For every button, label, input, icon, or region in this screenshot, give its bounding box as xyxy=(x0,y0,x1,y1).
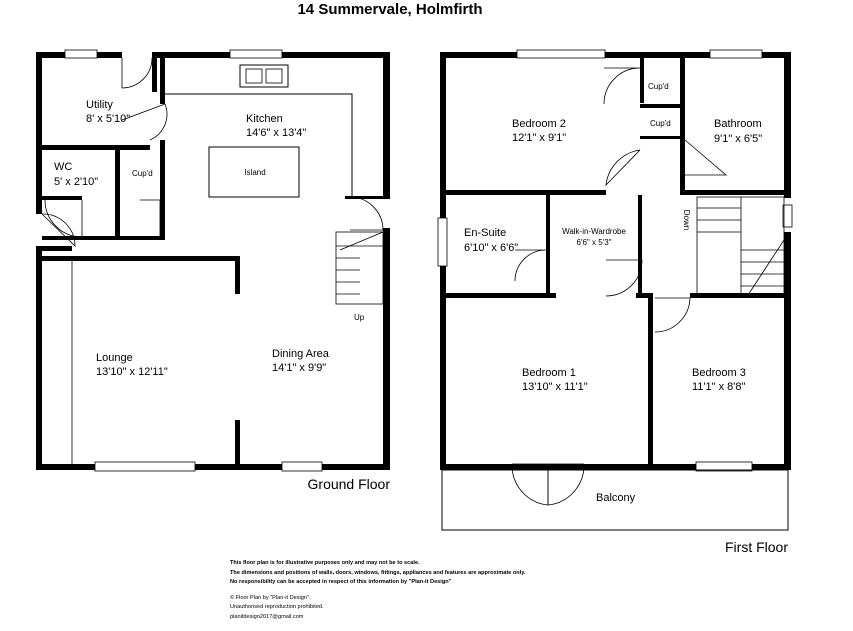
ensuite-name: En-Suite xyxy=(464,227,506,239)
first-floor-inner-walls xyxy=(446,58,791,470)
kitchen-size: 14'6" x 13'4" xyxy=(246,127,306,139)
kitchen-island xyxy=(208,146,300,198)
cupd-name: Cup'd xyxy=(132,169,153,178)
cupd1-name: Cup'd xyxy=(648,82,669,91)
balcony-outline xyxy=(441,469,789,531)
first-floor-label: First Floor xyxy=(725,539,788,555)
island-name: Island xyxy=(244,168,265,177)
bedroom1-name: Bedroom 1 xyxy=(522,367,576,379)
disclaimer-line: The dimensions and positions of walls, d… xyxy=(230,570,526,576)
ground-floor-stairs xyxy=(335,231,384,305)
ground-floor-doors xyxy=(41,57,384,247)
first-floor: Bedroom 2 12'1" x 9'1" Cup'd Cup'd Bathr… xyxy=(437,49,793,555)
wc-size: 5' x 2'10" xyxy=(54,176,98,188)
disclaimer-line: This floor plan is for illustrative purp… xyxy=(230,560,420,566)
wardrobe-name: Walk-in-Wardrobe xyxy=(562,227,626,236)
lounge-size: 13'10" x 12'11" xyxy=(96,366,168,378)
first-floor-doors xyxy=(511,67,728,506)
dining-name: Dining Area xyxy=(272,348,330,360)
bathroom-size: 9'1" x 6'5" xyxy=(714,133,762,145)
bedroom3-name: Bedroom 3 xyxy=(692,367,746,379)
dining-size: 14'1" x 9'9" xyxy=(272,362,326,374)
disclaimer-line: No responsibility can be accepted in res… xyxy=(230,579,452,585)
ground-floor-label: Ground Floor xyxy=(308,476,391,492)
balcony-name: Balcony xyxy=(596,492,636,504)
bedroom1-size: 13'10" x 11'1" xyxy=(522,381,588,393)
kitchen-worktop xyxy=(165,93,353,196)
stairs-down-label: Down xyxy=(682,210,691,230)
kitchen-name: Kitchen xyxy=(246,113,283,125)
disclaimer: This floor plan is for illustrative purp… xyxy=(230,560,526,585)
lounge-name: Lounge xyxy=(96,352,133,364)
bathroom-name: Bathroom xyxy=(714,118,762,130)
property-title: 14 Summervale, Holmfirth xyxy=(297,1,482,18)
kitchen-sink xyxy=(239,64,289,88)
ground-floor: Utility 8' x 5'10" WC 5' x 2'10" Cup'd K… xyxy=(36,49,391,492)
bedroom3-size: 11'1" x 8'8" xyxy=(692,381,745,393)
utility-name: Utility xyxy=(86,99,113,111)
bedroom2-name: Bedroom 2 xyxy=(512,118,566,130)
ground-floor-windows xyxy=(64,49,323,472)
credit-line: Unauthorised reproduction prohibited. xyxy=(230,604,324,610)
ensuite-size: 6'10" x 6'6" xyxy=(464,242,518,254)
cupd2-name: Cup'd xyxy=(650,119,671,128)
wardrobe-size: 6'6" x 5'3" xyxy=(577,238,612,247)
credit-email: planitdesign2017@gmail.com xyxy=(230,614,304,620)
first-floor-stairs xyxy=(696,196,785,298)
first-floor-windows xyxy=(437,49,793,472)
first-floor-outer-walls xyxy=(440,52,791,470)
stairs-up-label: Up xyxy=(354,313,365,322)
bedroom2-size: 12'1" x 9'1" xyxy=(512,132,566,144)
credits: © Floor Plan by "Plan-it Design". Unauth… xyxy=(230,594,324,620)
utility-size: 8' x 5'10" xyxy=(86,113,130,125)
credit-line: © Floor Plan by "Plan-it Design". xyxy=(230,594,311,601)
wc-name: WC xyxy=(54,161,72,173)
ground-floor-inner-walls xyxy=(42,52,390,470)
